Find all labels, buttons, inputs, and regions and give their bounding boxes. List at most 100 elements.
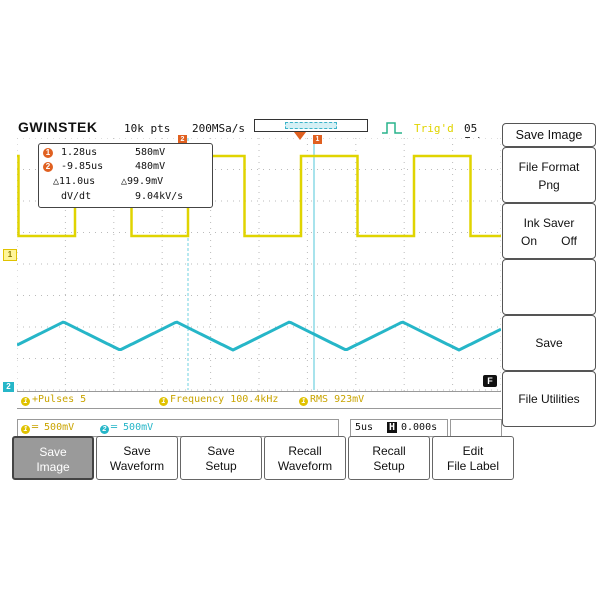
graticule-dot bbox=[107, 137, 108, 139]
graticule-dot bbox=[306, 276, 308, 277]
graticule-dot bbox=[403, 150, 405, 151]
graticule-dot bbox=[83, 232, 84, 233]
graticule-dot bbox=[107, 326, 108, 328]
graticule-dot bbox=[233, 232, 234, 233]
graticule-dot bbox=[65, 326, 66, 328]
graticule-dot bbox=[215, 263, 216, 265]
graticule-dot bbox=[355, 228, 357, 229]
graticule-dot bbox=[306, 294, 308, 295]
graticule-dot bbox=[425, 263, 426, 265]
fine-indicator: F bbox=[483, 375, 497, 387]
graticule-dot bbox=[143, 137, 144, 139]
graticule-dot bbox=[500, 312, 502, 313]
graticule-dot bbox=[403, 258, 405, 259]
graticule-dot bbox=[16, 222, 18, 223]
ch2-ground-marker[interactable]: 2 bbox=[3, 382, 14, 392]
graticule-dot bbox=[233, 169, 234, 170]
graticule-dot bbox=[403, 234, 405, 235]
graticule-dot bbox=[257, 326, 258, 328]
graticule-dot bbox=[263, 263, 264, 265]
softkey-recall-setup[interactable]: Recall Setup bbox=[348, 436, 430, 480]
graticule-dot bbox=[179, 358, 180, 359]
graticule-dot bbox=[403, 318, 405, 319]
graticule-dot bbox=[161, 295, 162, 296]
graticule-dot bbox=[239, 137, 240, 139]
graticule-dot bbox=[355, 336, 357, 337]
graticule-dot bbox=[215, 200, 216, 202]
sample-rate: 200MSa/s bbox=[192, 122, 245, 135]
graticule-dot bbox=[299, 263, 300, 265]
graticule-dot bbox=[305, 358, 306, 359]
graticule-dot bbox=[197, 232, 198, 233]
graticule-dot bbox=[64, 294, 66, 295]
ink-saver-option[interactable]: Ink Saver On Off bbox=[502, 203, 596, 259]
graticule-dot bbox=[355, 234, 357, 235]
graticule-dot bbox=[251, 137, 252, 139]
ch2-status[interactable]: 2═ 500mV bbox=[100, 422, 153, 434]
graticule-dot bbox=[281, 389, 282, 391]
graticule-dot bbox=[35, 232, 36, 233]
softkey-recall-waveform[interactable]: Recall Waveform bbox=[264, 436, 346, 480]
graticule-dot bbox=[35, 295, 36, 296]
graticule-dot bbox=[269, 169, 270, 170]
softkey-save-setup[interactable]: Save Setup bbox=[180, 436, 262, 480]
graticule-dot bbox=[452, 378, 454, 379]
graticule-dot bbox=[371, 358, 372, 359]
graticule-dot bbox=[233, 263, 234, 265]
graticule-dot bbox=[467, 169, 468, 170]
graticule-dot bbox=[173, 326, 174, 328]
softkey-save-image[interactable]: Save Image bbox=[12, 436, 94, 480]
save-button[interactable]: Save bbox=[502, 315, 596, 371]
graticule-dot bbox=[317, 232, 318, 233]
graticule-dot bbox=[287, 200, 288, 202]
graticule-dot bbox=[251, 295, 252, 296]
graticule-dot bbox=[161, 294, 163, 295]
graticule-dot bbox=[497, 137, 498, 139]
graticule-dot bbox=[403, 240, 405, 241]
graticule-dot bbox=[500, 276, 502, 277]
graticule-dot bbox=[258, 222, 260, 223]
file-format-option[interactable]: File Format Png bbox=[502, 147, 596, 203]
graticule-dot bbox=[371, 200, 372, 202]
graticule-dot bbox=[403, 342, 405, 343]
graticule-dot bbox=[403, 372, 405, 373]
graticule-dot bbox=[452, 336, 454, 337]
graticule-dot bbox=[143, 263, 144, 265]
graticule-dot bbox=[383, 295, 384, 296]
cursor-2-marker[interactable]: 2 bbox=[178, 135, 187, 144]
graticule-dot bbox=[47, 263, 48, 265]
graticule-dot bbox=[403, 276, 405, 277]
graticule-dot bbox=[16, 294, 18, 295]
graticule-dot bbox=[311, 358, 312, 359]
graticule-dot bbox=[101, 295, 102, 296]
softkey-edit-file-label[interactable]: Edit File Label bbox=[432, 436, 514, 480]
graticule-dot bbox=[323, 137, 324, 139]
graticule-dot bbox=[95, 263, 96, 265]
graticule-dot bbox=[452, 180, 454, 181]
graticule-dot bbox=[64, 330, 66, 331]
cursor-1-row: 1 1.28us 580mV bbox=[39, 147, 212, 161]
file-utilities-button[interactable]: File Utilities bbox=[502, 371, 596, 427]
graticule-dot bbox=[377, 200, 378, 202]
softkey-save-waveform[interactable]: Save Waveform bbox=[96, 436, 178, 480]
graticule-dot bbox=[365, 169, 366, 170]
graticule-dot bbox=[306, 318, 308, 319]
graticule-dot bbox=[341, 169, 342, 170]
timebase-status[interactable]: 5us H 0.000s bbox=[350, 419, 448, 437]
graticule-dot bbox=[71, 389, 72, 391]
graticule-dot bbox=[257, 232, 258, 233]
graticule-dot bbox=[143, 389, 144, 391]
graticule-dot bbox=[395, 200, 396, 202]
cursor-1-marker[interactable]: 1 bbox=[313, 135, 322, 144]
graticule-dot bbox=[59, 263, 60, 265]
ch1-ground-marker[interactable]: 1 bbox=[3, 249, 17, 261]
graticule-dot bbox=[258, 288, 260, 289]
graticule-dot bbox=[101, 263, 102, 265]
graticule-dot bbox=[161, 354, 163, 355]
ch1-status[interactable]: 1═ 500mV bbox=[21, 422, 74, 434]
graticule-dot bbox=[403, 168, 405, 169]
graticule-dot bbox=[355, 390, 357, 391]
graticule-dot bbox=[467, 358, 468, 359]
graticule-dot bbox=[16, 372, 18, 373]
graticule-dot bbox=[306, 372, 308, 373]
